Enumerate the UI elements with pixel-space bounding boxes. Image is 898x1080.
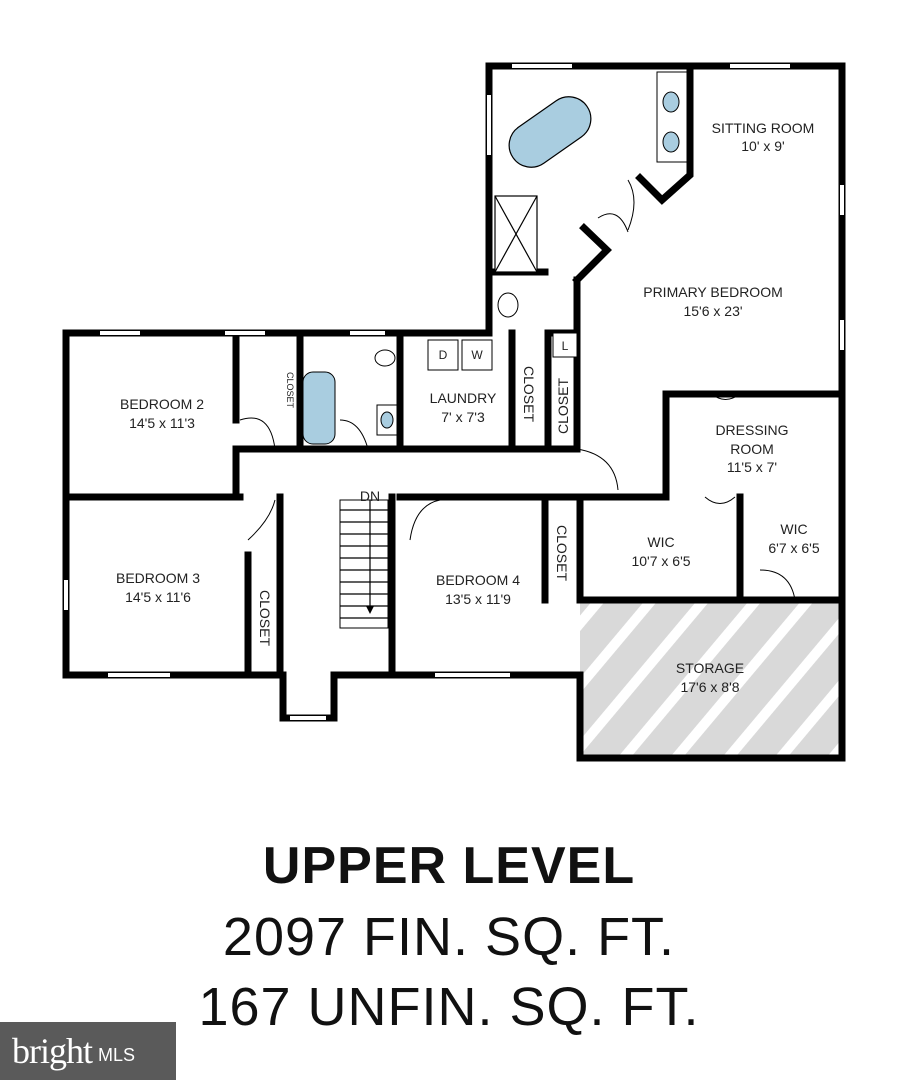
logo-brand: bright <box>12 1031 93 1071</box>
stairs-down-label: DN <box>360 488 380 504</box>
bedroom-3-name: BEDROOM 3 <box>116 570 200 586</box>
dressing-room-name-2: ROOM <box>730 441 774 457</box>
wic-2-size: 6'7 x 6'5 <box>768 540 819 556</box>
bedroom-2-size: 14'5 x 11'3 <box>129 415 195 431</box>
wic-1-size: 10'7 x 6'5 <box>631 553 690 569</box>
unfinished-sqft: 167 UNFIN. SQ. FT. <box>198 977 700 1037</box>
bathtub-icon <box>508 96 592 168</box>
wic-2-name: WIC <box>780 521 807 537</box>
toilet-icon <box>497 292 519 318</box>
bedroom-2-name: BEDROOM 2 <box>120 396 204 412</box>
floor-plan: SITTING ROOM 10' x 9' PRIMARY BEDROOM 15… <box>62 62 846 762</box>
finished-sqft: 2097 FIN. SQ. FT. <box>222 907 676 967</box>
primary-bedroom-size: 15'6 x 23' <box>683 303 742 319</box>
dressing-room-size: 11'5 x 7' <box>727 459 777 475</box>
bright-mls-logo: bright MLS <box>0 1022 176 1080</box>
primary-bedroom-name: PRIMARY BEDROOM <box>643 284 783 300</box>
sitting-room-size: 10' x 9' <box>741 138 784 154</box>
washer-label: W <box>471 348 483 362</box>
laundry-closet-label: CLOSET <box>521 366 537 422</box>
staircase <box>339 499 389 629</box>
storage-size: 17'6 x 8'8 <box>680 679 739 695</box>
wic-1-name: WIC <box>647 534 674 550</box>
bedroom-3-size: 14'5 x 11'6 <box>125 589 191 605</box>
bedroom-4-name: BEDROOM 4 <box>436 572 520 588</box>
windows <box>64 64 844 720</box>
sink-icon <box>662 131 680 153</box>
laundry-name: LAUNDRY <box>430 390 497 406</box>
linen-label: L <box>562 339 569 353</box>
bedroom-4-size: 13'5 x 11'9 <box>445 591 511 607</box>
walls <box>62 62 846 762</box>
bathtub-icon <box>302 371 336 445</box>
dryer-label: D <box>439 348 448 362</box>
hall-closet-label: CLOSET <box>555 378 571 434</box>
sink-icon <box>380 411 394 429</box>
laundry-size: 7' x 7'3 <box>441 409 485 425</box>
bedroom-2-closet-label: CLOSET <box>285 372 295 409</box>
logo-suffix: MLS <box>98 1044 136 1065</box>
room-labels: SITTING ROOM 10' x 9' PRIMARY BEDROOM 15… <box>116 120 820 695</box>
dryer-icon <box>427 339 459 371</box>
dressing-room-name-1: DRESSING <box>715 422 788 438</box>
bedroom-4-closet-label: CLOSET <box>554 525 570 581</box>
sink-icon <box>662 91 680 113</box>
toilet-icon <box>374 349 396 367</box>
storage-fill <box>580 600 840 758</box>
fixtures <box>239 71 796 629</box>
linen-box <box>552 332 578 358</box>
sitting-room-name: SITTING ROOM <box>712 120 815 136</box>
storage-name: STORAGE <box>676 660 744 676</box>
level-title: UPPER LEVEL <box>262 837 636 895</box>
washer-icon <box>461 339 493 371</box>
bedroom-3-closet-label: CLOSET <box>257 590 273 646</box>
